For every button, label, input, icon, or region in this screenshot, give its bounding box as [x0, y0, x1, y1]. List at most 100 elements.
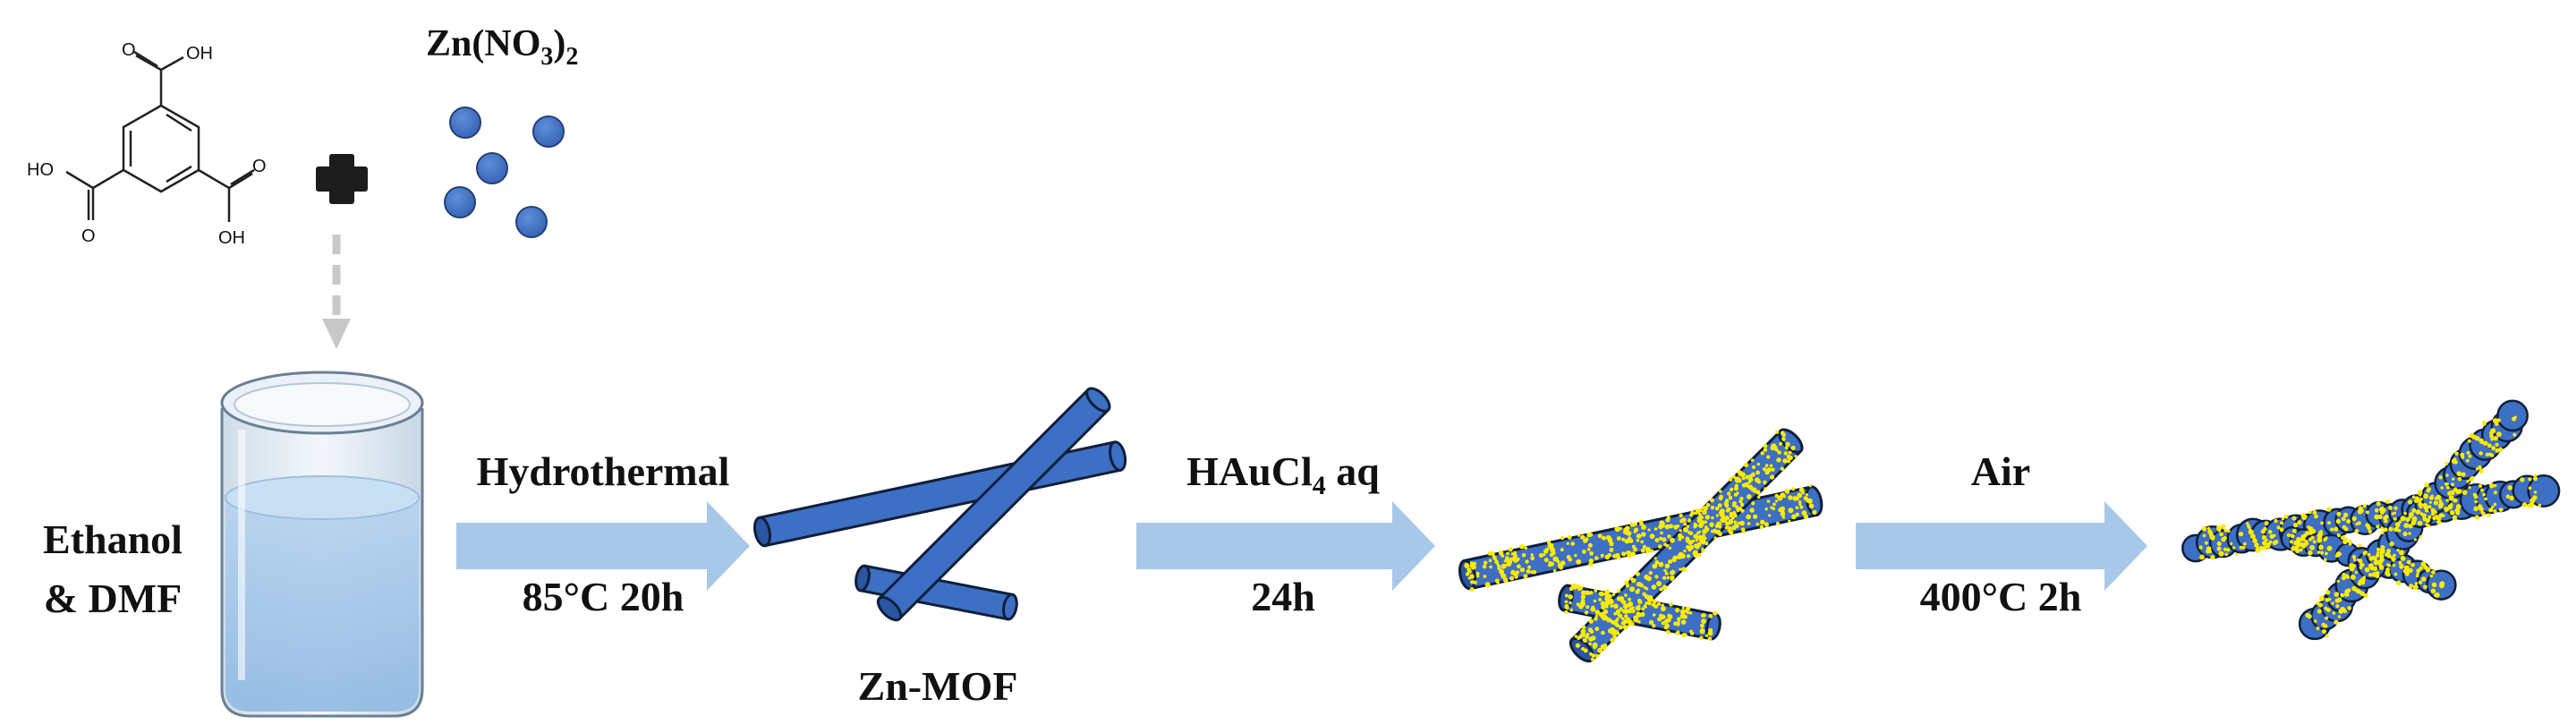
- gold-particle: [2487, 443, 2492, 448]
- gold-particle: [2223, 547, 2227, 551]
- gold-particle: [1482, 564, 1487, 569]
- gold-particle: [2402, 531, 2408, 537]
- gold-particle: [1654, 604, 1659, 609]
- gold-particle: [1667, 534, 1671, 539]
- gold-particle: [2223, 528, 2228, 533]
- gold-particle: [1696, 531, 1700, 535]
- gold-particle: [1795, 512, 1799, 516]
- gold-particle: [2317, 609, 2322, 614]
- gold-particle: [2417, 520, 2423, 526]
- gold-particle: [1610, 604, 1614, 608]
- gold-particle: [1493, 557, 1497, 561]
- gold-particle: [1570, 542, 1575, 546]
- gold-particle: [1724, 499, 1729, 505]
- gold-particle: [1764, 464, 1769, 467]
- gold-particle: [2349, 563, 2354, 568]
- gold-particle: [2308, 550, 2313, 556]
- gold-particle: [1715, 530, 1720, 534]
- gold-particle: [1469, 587, 1475, 592]
- gold-particle: [2389, 541, 2394, 547]
- gold-particle: [1701, 533, 1706, 539]
- gold-particle: [2487, 513, 2491, 517]
- gold-particle: [1679, 553, 1686, 559]
- gold-particle: [1763, 480, 1767, 485]
- gold-particle: [2450, 490, 2455, 495]
- gold-particle: [2367, 525, 2371, 531]
- gold-particle: [1614, 525, 1620, 532]
- gold-particle: [1641, 532, 1646, 537]
- gold-particle: [1654, 557, 1657, 560]
- gold-particle: [1574, 553, 1577, 558]
- gold-particle: [1624, 593, 1628, 597]
- gold-particle: [1762, 467, 1767, 472]
- gold-particle: [1735, 505, 1739, 509]
- gold-particle: [2452, 515, 2458, 521]
- process-arrow-2: [1136, 501, 1435, 591]
- gold-particle: [1692, 550, 1698, 556]
- gold-particle: [2520, 477, 2525, 482]
- gold-particle: [1566, 542, 1569, 545]
- gold-particle: [2376, 553, 2379, 558]
- gold-particle: [1649, 533, 1655, 539]
- gold-particle: [1523, 574, 1528, 579]
- gold-particle: [2325, 590, 2331, 595]
- gold-particle: [1513, 553, 1518, 559]
- gold-particle: [1668, 559, 1672, 564]
- gold-particle: [2261, 534, 2267, 541]
- gold-particle: [1708, 613, 1713, 618]
- gold-particle: [2256, 547, 2261, 552]
- zinc-ion-dot: [532, 115, 565, 148]
- gold-particle: [1727, 491, 1731, 496]
- gold-particle: [1689, 631, 1695, 635]
- gold-particle: [1636, 582, 1640, 587]
- gold-nanoparticles-calcined: [2198, 415, 2542, 638]
- gold-particle: [2218, 550, 2224, 557]
- gold-particle: [2340, 593, 2344, 598]
- gold-particle: [1689, 513, 1693, 517]
- gold-particle: [1503, 577, 1509, 584]
- gold-particle: [1795, 506, 1799, 509]
- gold-particle: [2243, 542, 2247, 546]
- gold-particle: [2413, 538, 2417, 542]
- zinc-ion-dot: [444, 186, 476, 218]
- gold-particle: [2221, 524, 2226, 530]
- gold-particle: [2274, 518, 2278, 524]
- gold-particle: [2471, 434, 2477, 439]
- gold-particle: [1647, 594, 1654, 601]
- gold-particle: [2359, 566, 2363, 570]
- gold-particle: [1575, 643, 1580, 648]
- gold-particle: [2466, 480, 2470, 483]
- gold-particle: [2451, 482, 2454, 487]
- gold-particle: [1658, 524, 1663, 530]
- gold-particle: [2351, 516, 2357, 522]
- gold-particle: [1580, 594, 1586, 600]
- gold-particle: [1637, 533, 1642, 539]
- gold-particle: [1675, 608, 1680, 613]
- gold-particle: [1763, 443, 1768, 448]
- plus-icon: [316, 154, 368, 204]
- gold-particle: [1621, 551, 1627, 557]
- gold-particle: [2347, 606, 2352, 610]
- gold-particle: [2468, 486, 2471, 490]
- gold-particle: [1508, 547, 1513, 552]
- gold-particle: [1590, 657, 1594, 661]
- gold-particle: [2436, 516, 2442, 521]
- gold-particle: [1752, 488, 1757, 493]
- gold-particle: [1532, 569, 1537, 575]
- gold-particle: [2421, 576, 2427, 582]
- gold-particle: [1640, 540, 1644, 544]
- gold-particle: [1469, 574, 1475, 579]
- gold-particle: [1771, 467, 1775, 472]
- gold-particle: [2385, 563, 2390, 567]
- gold-particle: [2336, 511, 2342, 516]
- gold-particle: [1663, 625, 1669, 630]
- gold-particle: [1681, 517, 1687, 523]
- gold-particle: [2321, 629, 2326, 634]
- gold-particle: [2262, 546, 2266, 550]
- gold-particle: [1797, 492, 1803, 499]
- gold-particle: [1594, 589, 1598, 593]
- gold-particle: [1664, 563, 1671, 569]
- gold-particle: [2325, 536, 2328, 540]
- gold-particle: [1764, 487, 1767, 490]
- gold-particle: [2316, 626, 2320, 631]
